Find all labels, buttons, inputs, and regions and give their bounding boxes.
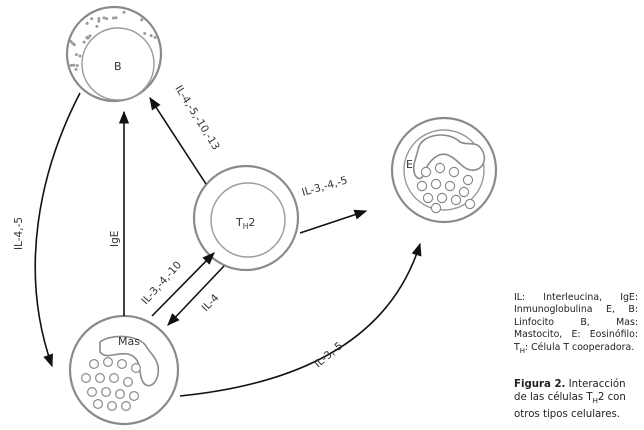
eosinophil-granule <box>437 193 446 202</box>
b-cell-granule <box>150 34 153 37</box>
mast-cell-granule <box>88 388 97 397</box>
eosinophil-granule <box>451 195 460 204</box>
eosinophil-granule <box>431 203 440 212</box>
eosinophil-granule <box>463 175 472 184</box>
eosinophil-cell: E <box>392 118 496 222</box>
eosinophil-granule <box>459 187 468 196</box>
mast-cell-granule <box>102 388 111 397</box>
b-cell-granule <box>97 17 100 20</box>
b-cell-granule <box>70 64 73 67</box>
b-cell-granule <box>83 41 86 44</box>
label-mast-to-eos: IL-3,-5 <box>312 340 345 370</box>
b-cell-granule <box>90 17 93 20</box>
mast-cell-granule <box>90 360 99 369</box>
eosinophil-granule <box>465 199 474 208</box>
eosinophil-granule <box>445 181 454 190</box>
mast-cell-granule <box>132 364 141 373</box>
mast-cell-granule <box>104 358 113 367</box>
figure-number: Figura 2. <box>514 379 565 390</box>
b-cell-granule <box>95 25 98 28</box>
arrow-th2-to-eos <box>300 211 366 233</box>
eosinophil-granule <box>423 193 432 202</box>
mast-cell-granule <box>116 390 125 399</box>
b-cell-granule <box>154 36 157 39</box>
b-cell-granule <box>75 53 78 56</box>
b-cell-granule <box>70 40 73 43</box>
b-cell-granule <box>79 55 82 58</box>
mast-cell-granule <box>110 374 119 383</box>
b-cell-granule <box>112 17 115 20</box>
arrow-mast-to-eos <box>180 244 420 396</box>
mast-cell: Mas <box>70 316 178 424</box>
b-cell-granule <box>143 32 146 35</box>
mast-cell-granule <box>124 378 133 387</box>
b-cell: B <box>67 7 161 101</box>
th2-cell: TH2 <box>194 166 298 270</box>
label-b-to-mast: IL-4,-5 <box>13 217 25 250</box>
b-cell-granule <box>140 18 143 21</box>
label-th2-to-b: IL-4,-5,-10,-13 <box>172 83 221 152</box>
label-mast-to-th2: IL-3,-4,-10 <box>139 259 184 307</box>
mast-cell-granule <box>96 374 105 383</box>
mast-cell-granule <box>130 392 139 401</box>
mast-cell-label: Mas <box>118 335 140 348</box>
b-cell-granule <box>97 20 100 23</box>
label-th2-to-mast: IL-4 <box>200 292 222 314</box>
arrow-b-to-mast <box>35 93 80 366</box>
mast-cell-granule <box>94 400 103 409</box>
abbreviation-legend: IL: Interleucina, IgE: Inmunoglobulina E… <box>514 292 638 357</box>
eosinophil-granule <box>421 167 430 176</box>
b-cell-granule <box>123 11 126 14</box>
b-cell-granule <box>75 68 78 71</box>
label-mast-to-b: IgE <box>109 231 121 247</box>
b-cell-granule <box>76 64 79 67</box>
b-cell-label: B <box>114 60 122 73</box>
label-th2-to-eos: IL-3,-4,-5 <box>301 174 349 198</box>
mast-cell-granule <box>122 402 131 411</box>
eosinophil-granule <box>431 179 440 188</box>
eosinophil-granule <box>435 163 444 172</box>
b-cell-granule <box>86 22 89 25</box>
eosinophil-granule <box>449 167 458 176</box>
figure-caption: Figura 2. Interacción de las células TH2… <box>514 378 640 422</box>
b-cell-granule <box>89 34 92 37</box>
b-cell-granule <box>85 36 88 39</box>
b-cell-granule <box>103 16 106 19</box>
mast-cell-granule <box>108 402 117 411</box>
mast-cell-granule <box>118 360 127 369</box>
eosinophil-granule <box>417 181 426 190</box>
eosinophil-label: E <box>406 158 413 171</box>
mast-cell-granule <box>82 374 91 383</box>
b-cell-granule <box>115 16 118 19</box>
b-cell-granule <box>105 17 108 20</box>
